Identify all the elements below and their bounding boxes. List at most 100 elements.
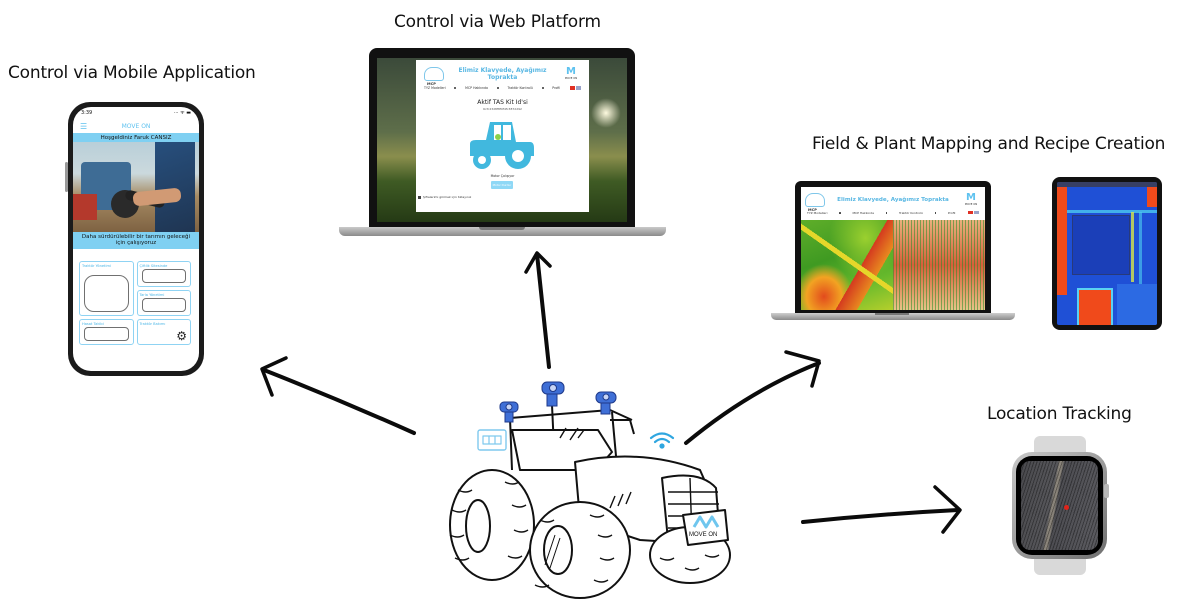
caption-web-platform: Control via Web Platform [394,12,601,32]
farm-icon [141,268,186,283]
card-label: Traktör Yönetimi [82,264,111,268]
wifi-icon [649,432,675,449]
nav-about[interactable]: MCP Hakkında [852,211,874,215]
card-tractor-maintenance[interactable]: Traktör Bakımı ⚙ [136,319,191,345]
smartwatch [1012,452,1107,559]
field-parcel [1072,215,1130,275]
satellite-map [1021,461,1098,550]
laptop-base [771,313,1015,320]
photo-implement [73,194,97,220]
nav-tractor-control[interactable]: Traktör Kontrolü [507,86,533,91]
status-time: 3:39 [81,110,93,116]
menu-icon[interactable]: ☰ [80,121,88,131]
nav-profile[interactable]: Profil [947,211,956,215]
gear-wrench-icon: ⚙ [176,329,187,343]
phone-status-bar: 3:39 ··· ᯤ ▬ [73,107,199,119]
mapping-slogan: Elimiz Klavyede, Ayağımız Toprakta [837,196,949,203]
web-nav-menu: TYZ Modelleri MCP Hakkında Traktör Kontr… [416,84,589,93]
card-label: Traktör Bakımı [139,322,166,326]
nav-profile[interactable]: Profil [552,86,561,91]
card-label: Çiftlik Sitesinde [139,264,168,268]
app-nav-bar: ☰ MOVE ON [73,119,199,133]
plant-row-map [893,220,985,310]
card-harvest-tracking[interactable]: Hasat Takibi [79,319,134,345]
brand-name: MOVE ON [964,203,978,206]
caption-field-mapping: Field & Plant Mapping and Recipe Creatio… [812,134,1166,154]
tractor-badge-text: MOVE ON [689,532,717,538]
arrow-to-watch [801,508,960,524]
mission-banner: Daha sürdürülebilir bir tarımın geleceği… [73,232,199,249]
card-label: Hasat Takibi [82,322,104,326]
status-icons: ··· ᯤ ▬ [173,110,191,116]
mapping-nav-menu: TYZ Modelleri MCP Hakkında Traktör Kontr… [801,209,985,217]
mapping-screen: MCP Elimiz Klavyede, Ayağımız Toprakta M… [801,187,985,310]
card-tractor-management[interactable]: Traktör Yönetimi [79,261,134,316]
camera-icon [541,381,565,407]
stop-engine-button[interactable]: Motor Durdur [491,181,513,189]
card-farm-site[interactable]: Çiftlik Sitesinde [136,261,191,287]
card-label: Tarla Yönetimi [139,293,165,297]
arrow-to-web [535,252,551,369]
web-slogan: Elimiz Klavyede, Ayağımız Toprakta [458,66,547,81]
app-title: MOVE ON [121,122,151,130]
arrow-head [784,350,821,388]
laptop-web-platform: MCP Elimiz Klavyede, Ayağımız Toprakta M… [369,48,635,228]
arrow-head [260,356,288,397]
brand-mark: M [966,192,976,203]
web-header: MCP Elimiz Klavyede, Ayağımız Toprakta M… [416,60,589,86]
show-passwords-checkbox[interactable]: Şifrelerimi görmek için tıklayınız [418,195,471,199]
language-flags[interactable] [967,210,979,216]
brand-logo: M MOVE ON [961,192,981,207]
ndvi-field-map [801,220,893,310]
laptop-mapping: MCP Elimiz Klavyede, Ayağımız Toprakta M… [795,181,991,314]
language-flags[interactable] [569,86,581,91]
phone-screen: 3:39 ··· ᯤ ▬ ☰ MOVE ON Hoşgeldiniz Faruk… [73,107,199,371]
card-field-management[interactable]: Tarla Yönetimi [136,290,191,316]
cloud-logo-icon: MCP [424,66,444,86]
location-marker-icon [1064,505,1069,510]
photo-farmer [155,142,195,232]
phone-mockup: 3:39 ··· ᯤ ▬ ☰ MOVE ON Hoşgeldiniz Faruk… [65,102,204,376]
checkbox-label: Şifrelerimi görmek için tıklayınız [423,195,472,199]
drone-plants-icon [141,297,186,312]
brand-logo: M MOVE ON [561,66,581,81]
arrow-head [933,485,962,534]
welcome-banner: Hoşgeldiniz Faruk CANSIZ [73,133,199,142]
brand-mark: M [566,66,576,77]
arrow-head [524,251,552,274]
feature-grid: Traktör Yönetimi Çiftlik Sitesinde Tarla… [79,261,191,345]
harvester-icon [84,326,129,341]
nav-about[interactable]: MCP Hakkında [465,86,488,91]
tractor-illustration [449,404,731,599]
camera-icon [595,391,617,415]
web-page: MCP Elimiz Klavyede, Ayağımız Toprakta M… [416,60,589,212]
laptop-screen: MCP Elimiz Klavyede, Ayağımız Toprakta M… [377,58,627,222]
thermal-field-map [1057,182,1157,325]
nav-tyz-models[interactable]: TYZ Modelleri [807,211,828,215]
caption-location-tracking: Location Tracking [987,404,1132,424]
tractor-sketch-icon [84,274,129,312]
watch-band [1034,555,1086,575]
tablet-heatmap [1052,177,1162,330]
tractor-icon [470,122,534,169]
kit-id: 6cfc23d8f8f0f4fc3872d92 [483,106,522,111]
field-parcel [1077,288,1113,325]
caption-mobile-app: Control via Mobile Application [8,63,256,83]
brand-name: MOVE ON [564,77,578,80]
arrow-to-mapping [684,361,821,445]
camera-icon [499,401,519,423]
cloud-logo-icon: MCP [805,192,825,212]
kit-title: Aktif TAS Kit Id'si [477,98,528,106]
field-maps [801,220,985,310]
engine-status: Motor Çalışıyor [490,174,515,178]
nav-tyz-models[interactable]: TYZ Modelleri [424,86,446,91]
logo-text: MCP [808,207,817,212]
laptop-base [339,227,666,236]
nav-tractor-control[interactable]: Traktör Kontrolü [898,211,923,215]
logo-text: MCP [427,81,436,86]
hero-photo [73,142,199,232]
tablet-toolbar [1057,182,1157,187]
mapping-header: MCP Elimiz Klavyede, Ayağımız Toprakta M… [801,187,985,212]
watch-crown [1104,484,1109,498]
